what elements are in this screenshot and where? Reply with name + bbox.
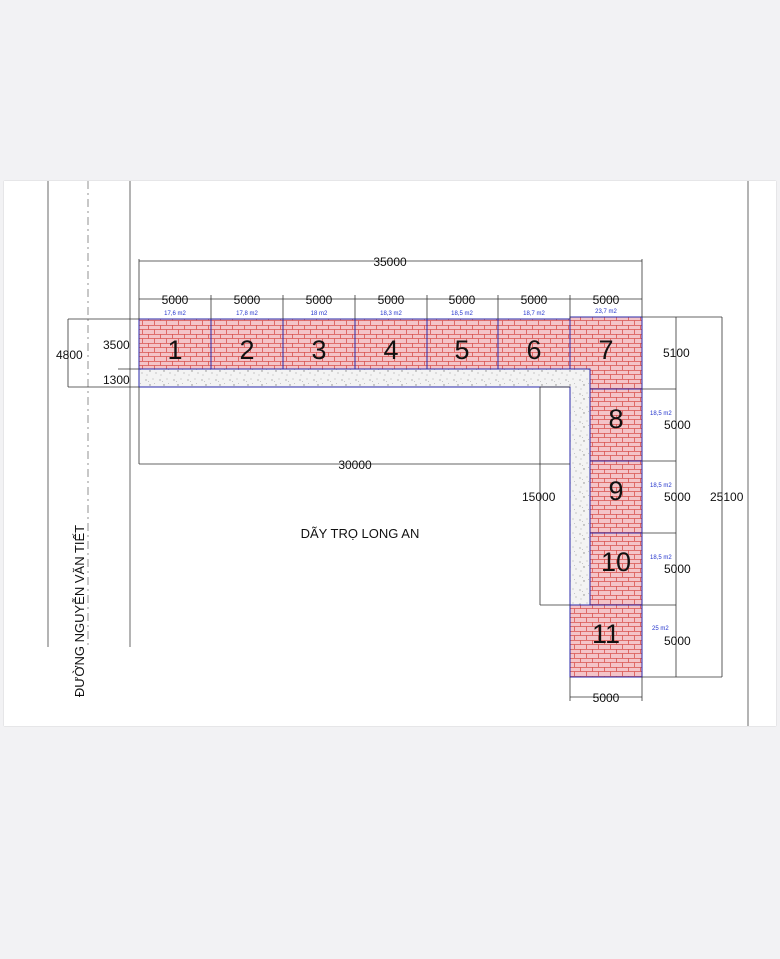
dim-inner-depth: 15000 [522,490,556,504]
room-upper-6[interactable]: 6 18,7 m2 [497,311,571,370]
dim-room11-depth: 5000 [664,634,691,648]
room-area: 18,5 m2 [650,555,672,561]
dim-room11-width: 5000 [593,691,620,705]
room-area: 18,5 m2 [451,311,473,317]
room-area: 18 m2 [311,311,328,317]
dim-room9-depth: 5000 [664,490,691,504]
dim-room8-depth: 5000 [664,418,691,432]
room-side-8[interactable]: 8 18,5 m2 [589,388,672,462]
room-upper-1[interactable]: 1 17,6 m2 [138,311,212,370]
room-number: 1 [167,335,182,365]
room-area: 18,3 m2 [380,311,402,317]
dim-room10-depth: 5000 [664,562,691,576]
drawing-title: DÃY TRỌ LONG AN [301,526,420,541]
room-upper-4[interactable]: 4 18,3 m2 [354,311,428,370]
dim-module-6: 5000 [521,293,548,307]
room-area: 18,5 m2 [650,483,672,489]
room-corner-7[interactable]: 7 23,7 m2 [569,309,643,390]
street-lines [47,181,749,726]
room-area: 25 m2 [652,626,669,632]
room-side-10[interactable]: 10 18,5 m2 [589,532,672,606]
dim-module-4: 5000 [378,293,405,307]
dim-inner-width: 30000 [338,458,372,472]
room-number: 11 [592,619,620,649]
room-number: 8 [608,404,623,434]
floor-plan: ĐƯỜNG NGUYỄN VĂN TIẾT 1 17,6 m2 2 17,8 m… [47,181,749,726]
dim-room7-depth: 5100 [663,346,690,360]
room-area: 23,7 m2 [595,309,617,315]
room-number: 2 [239,335,254,365]
room-number: 7 [598,335,613,365]
room-side-9[interactable]: 9 18,5 m2 [589,460,672,534]
room-number: 3 [311,335,326,365]
dim-corridor-width: 1300 [103,373,130,387]
room-area: 17,8 m2 [236,311,258,317]
room-number: 5 [454,335,469,365]
street-label: ĐƯỜNG NGUYỄN VĂN TIẾT [72,525,87,697]
dimension-labels: 35000 5000 5000 5000 5000 5000 5000 5000… [56,255,744,705]
room-area: 18,5 m2 [650,411,672,417]
room-area: 17,6 m2 [164,311,186,317]
room-number: 10 [601,547,631,577]
dim-module-2: 5000 [234,293,261,307]
corridor [138,368,591,610]
dim-total-width: 35000 [373,255,407,269]
drawing-sheet: ĐƯỜNG NGUYỄN VĂN TIẾT 1 17,6 m2 2 17,8 m… [4,181,776,726]
dim-room-depth: 3500 [103,338,130,352]
room-upper-5[interactable]: 5 18,5 m2 [426,311,499,370]
dim-total-depth: 25100 [710,490,744,504]
room-number: 9 [608,476,623,506]
room-upper-2[interactable]: 2 17,8 m2 [210,311,284,370]
room-corner-11[interactable]: 11 25 m2 [569,604,669,678]
dim-module-5: 5000 [449,293,476,307]
dimension-lines [67,259,723,701]
room-number: 6 [526,335,541,365]
dim-module-3: 5000 [306,293,333,307]
room-area: 18,7 m2 [523,311,545,317]
dim-module-1: 5000 [162,293,189,307]
room-number: 4 [383,335,398,365]
dim-module-7: 5000 [593,293,620,307]
dim-upper-depth: 4800 [56,348,83,362]
room-upper-3[interactable]: 3 18 m2 [282,311,356,370]
